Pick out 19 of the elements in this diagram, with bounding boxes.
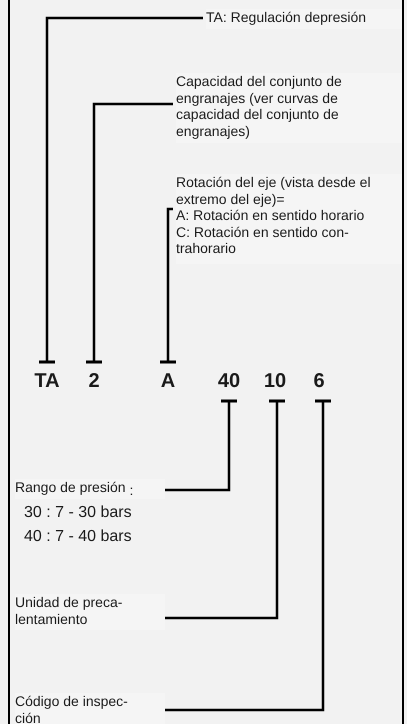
leader-line <box>84 102 173 364</box>
pressure-range-text: 40 : 7 - 40 bars <box>24 527 132 547</box>
code-character: A <box>158 362 178 401</box>
description-text: Rango de presión <box>15 479 126 496</box>
leader-line <box>158 208 178 364</box>
description-text: Rotación del eje (vista desde el extremo del eje)= <box>176 174 372 207</box>
code-character: 6 <box>311 362 327 401</box>
description-text: A: Rotación en sentido horario <box>176 207 366 224</box>
code-character: 10 <box>262 362 288 401</box>
leader-line <box>165 400 238 492</box>
code-character: TA <box>30 362 64 401</box>
colon-mark: : <box>130 482 134 498</box>
description-text: C: Rotación en sentido con- trahorario <box>176 224 350 256</box>
code-character: 2 <box>84 362 104 401</box>
leader-line <box>38 16 203 364</box>
leader-line <box>165 400 332 712</box>
pressure-range-text: 30 : 7 - 30 bars <box>24 503 132 523</box>
leader-line <box>165 400 286 620</box>
code-character: 40 <box>215 362 243 401</box>
